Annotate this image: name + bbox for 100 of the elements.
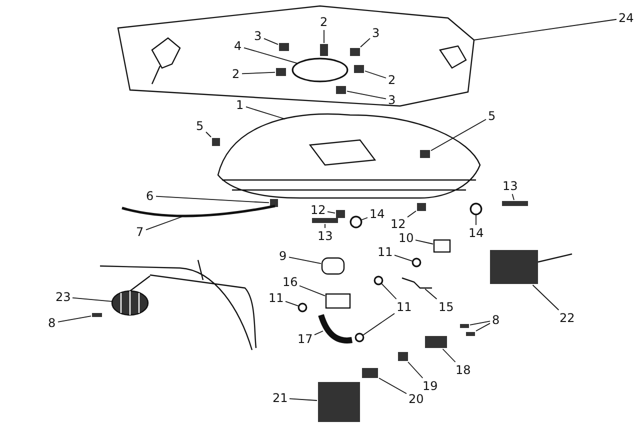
leader-line [314, 330, 324, 336]
screw-drawing [212, 138, 220, 146]
hose-clip-drawing [374, 276, 383, 285]
callout-number: 10 [398, 231, 415, 245]
screw-drawing [354, 65, 364, 73]
callout-number: 5 [195, 119, 205, 133]
leader-line [264, 38, 278, 45]
clamp-drawing [398, 352, 408, 361]
bolt-drawing [312, 218, 338, 223]
callout-number: 22 [558, 311, 576, 325]
leader-line [476, 322, 490, 332]
bushing-drawing [470, 203, 482, 215]
leader-line [362, 313, 395, 336]
screw-drawing [420, 150, 430, 158]
leader-line [442, 348, 456, 362]
injector-body-drawing [318, 382, 360, 422]
callout-number: 15 [438, 300, 455, 314]
screw-drawing [466, 332, 475, 336]
leader-line [532, 284, 560, 310]
connector-drawing [362, 368, 378, 378]
screw-drawing [460, 324, 469, 328]
leader-line [512, 194, 514, 200]
leader-line [430, 118, 486, 152]
sensor-drawing [425, 336, 447, 348]
leader-line [364, 70, 386, 78]
leader-line [360, 38, 370, 48]
leader-line [206, 132, 212, 138]
callout-number: 2 [387, 73, 397, 87]
bracket-drawing [434, 240, 450, 252]
leader-line [381, 283, 397, 300]
leader-line [58, 316, 92, 322]
hose-clip-drawing [355, 333, 364, 342]
callout-number: 16 [282, 275, 299, 289]
callout-number: 8 [47, 316, 57, 330]
hose-clip-drawing [298, 303, 307, 312]
leader-line [299, 285, 326, 296]
callout-number: 3 [371, 26, 381, 40]
leader-line [407, 210, 416, 218]
leader-line [246, 106, 286, 120]
callout-number: 18 [454, 363, 472, 377]
callout-number: 8 [491, 313, 501, 327]
fuel-filter-drawing [326, 294, 350, 308]
callout-number: 12 [390, 217, 407, 231]
leader-line [346, 90, 386, 100]
callout-number: 11 [268, 291, 285, 305]
leader-line [244, 47, 298, 64]
sleeve-drawing [322, 258, 344, 274]
callout-number: 20 [408, 392, 425, 406]
leader-line [361, 217, 368, 220]
callout-number: 3 [387, 93, 397, 107]
leader-line [146, 216, 184, 230]
callout-number: 14 [468, 226, 485, 240]
leader-line [424, 288, 438, 300]
callout-number: 13 [316, 229, 334, 243]
leader-line [156, 196, 270, 204]
leader-line [289, 398, 318, 401]
throttle-body-drawing [490, 250, 538, 284]
bushing-drawing [350, 216, 362, 228]
callout-number: 11 [396, 300, 413, 314]
leader-line [72, 297, 113, 302]
hose-drawing [402, 276, 432, 288]
nut-drawing [336, 210, 345, 218]
leader-line [285, 300, 299, 306]
gasket-ring-drawing [292, 58, 348, 82]
callout-number: 7 [135, 225, 145, 239]
leader-line [470, 320, 490, 326]
fuel-tank-drawing [218, 112, 480, 198]
leader-line [378, 378, 407, 394]
fuel-pump-drawing [112, 291, 148, 315]
callout-number: 21 [272, 391, 289, 405]
callout-number: 11 [376, 245, 394, 259]
leader-line [474, 18, 617, 40]
leader-line [324, 224, 326, 228]
callout-number: 19 [422, 379, 439, 393]
callout-number: 5 [487, 109, 497, 123]
leader-line [415, 240, 434, 244]
leader-line [327, 211, 336, 214]
nut-drawing [336, 86, 346, 94]
leader-line [288, 256, 322, 264]
screw-drawing [320, 44, 328, 56]
nut-drawing [417, 203, 426, 211]
hose-clip-drawing [412, 258, 421, 267]
leader-line [242, 72, 276, 74]
callout-number: 23 [54, 290, 72, 304]
nut-drawing [350, 48, 360, 56]
callout-number: 4 [233, 39, 243, 53]
screw-drawing [276, 68, 286, 76]
callout-number: 1 [235, 98, 245, 112]
callout-number: 14 [368, 207, 386, 221]
screw-drawing [92, 313, 102, 317]
callout-number: 24 [618, 11, 635, 25]
callout-number: 2 [231, 67, 241, 81]
callout-number: 12 [310, 203, 327, 217]
leader-line [394, 254, 413, 262]
nut-drawing [279, 43, 289, 51]
callout-number: 6 [145, 189, 155, 203]
callout-number: 17 [296, 332, 314, 346]
leader-line [408, 362, 424, 378]
callout-number: 13 [502, 179, 519, 193]
callout-number: 2 [319, 15, 329, 29]
